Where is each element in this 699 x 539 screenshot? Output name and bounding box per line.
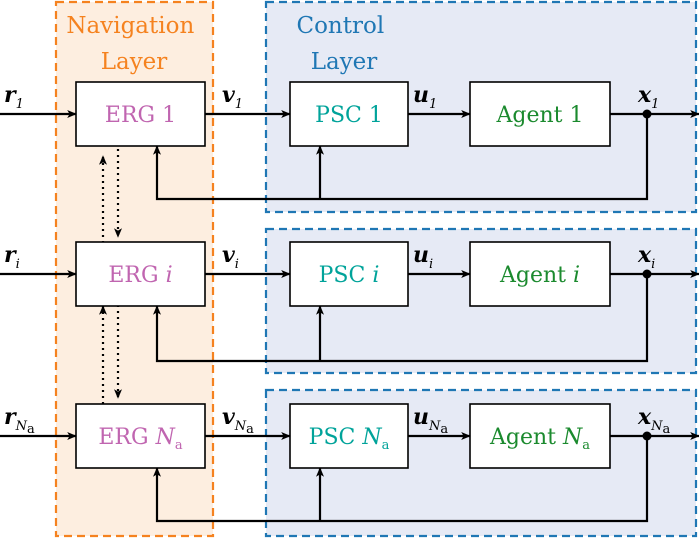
psc-block-row-i	[289, 241, 409, 307]
agent-block-row-na	[469, 403, 611, 469]
erg-label-row-i: ERG i	[108, 263, 172, 288]
psc-label-row-1: PSC 1	[315, 103, 383, 128]
agent-block-row-i	[469, 241, 611, 307]
x-signal-label-row-na: xNa	[637, 404, 671, 437]
erg-block-row-na	[75, 403, 206, 469]
u-signal-label-row-i: ui	[413, 242, 433, 272]
feedback-to-erg-wire-row-1	[153, 114, 649, 201]
psc-block-row-na	[289, 403, 409, 469]
r-signal-label-row-1: r1	[4, 82, 24, 112]
agent-block-row-1	[469, 81, 611, 147]
agent-label-row-na: Agent Na	[489, 425, 590, 453]
psc-block-row-1	[289, 81, 409, 147]
control-layer-title: Control Layer	[296, 13, 391, 75]
x-signal-label-row-1: x1	[637, 82, 659, 112]
v-signal-label-row-1: v1	[222, 82, 243, 112]
agent-label-row-i: Agent i	[499, 263, 580, 288]
r-signal-label-row-na: rNa	[4, 404, 35, 437]
erg-label-row-1: ERG 1	[105, 103, 176, 128]
v-signal-label-row-na: vNa	[222, 404, 254, 437]
navigation-layer-title: Navigation Layer	[66, 13, 201, 75]
x-signal-label-row-i: xi	[637, 242, 655, 272]
u-signal-label-row-1: u1	[413, 82, 437, 112]
erg-label-row-na: ERG Na	[98, 425, 182, 453]
agent-label-row-1: Agent 1	[496, 103, 584, 128]
erg-communication-links	[99, 149, 122, 404]
feedback-to-erg-wire-row-na	[153, 436, 649, 523]
feedback-to-erg-wire-row-i	[153, 274, 649, 363]
v-signal-label-row-i: vi	[222, 242, 239, 272]
r-signal-label-row-i: ri	[4, 242, 20, 272]
psc-label-row-na: PSC Na	[309, 425, 390, 453]
psc-label-row-i: PSC i	[319, 263, 380, 288]
erg-block-row-1	[75, 81, 206, 147]
u-signal-label-row-na: uNa	[413, 404, 448, 437]
